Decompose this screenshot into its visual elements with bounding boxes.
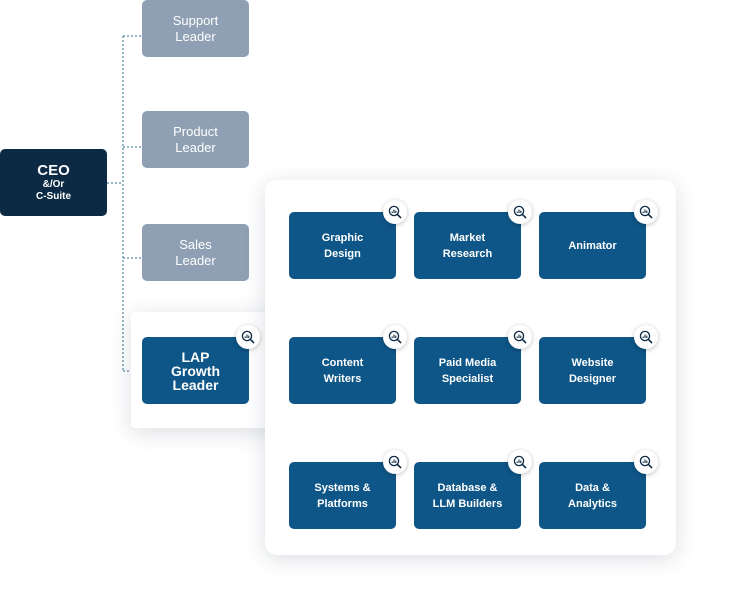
role-label: Database & LLM Builders bbox=[432, 481, 503, 510]
ceo-box: CEO &/Or C-Suite bbox=[0, 149, 107, 216]
role-label: Graphic Design bbox=[321, 231, 364, 260]
search-chart-icon bbox=[508, 200, 532, 224]
role-data-analytics: Data & Analytics bbox=[539, 462, 646, 529]
sales-leader-label: Sales Leader bbox=[175, 236, 216, 268]
product-leader-label: Product Leader bbox=[173, 123, 218, 155]
search-chart-icon bbox=[236, 325, 260, 349]
role-label: Data & Analytics bbox=[568, 481, 617, 510]
role-paid-media-specialist: Paid Media Specialist bbox=[414, 337, 521, 404]
role-label: Animator bbox=[568, 239, 617, 252]
lap-growth-leader-label: LAP Growth Leader bbox=[171, 348, 220, 393]
search-chart-icon bbox=[634, 450, 658, 474]
search-chart-icon bbox=[634, 200, 658, 224]
role-graphic-design: Graphic Design bbox=[289, 212, 396, 279]
ceo-subtitle: &/Or C-Suite bbox=[36, 179, 71, 202]
role-label: Systems & Platforms bbox=[314, 481, 371, 510]
search-chart-icon bbox=[383, 450, 407, 474]
ceo-title: CEO bbox=[37, 162, 70, 179]
support-leader-box: Support Leader bbox=[142, 0, 249, 57]
role-content-writers: Content Writers bbox=[289, 337, 396, 404]
search-chart-icon bbox=[508, 325, 532, 349]
lap-growth-leader-box: LAP Growth Leader bbox=[142, 337, 249, 404]
support-leader-label: Support Leader bbox=[172, 12, 219, 44]
search-chart-icon bbox=[508, 450, 532, 474]
role-animator: Animator bbox=[539, 212, 646, 279]
role-systems-platforms: Systems & Platforms bbox=[289, 462, 396, 529]
role-label: Website Designer bbox=[568, 356, 617, 385]
role-label: Market Research bbox=[442, 231, 493, 260]
role-label: Content Writers bbox=[321, 356, 364, 385]
search-chart-icon bbox=[383, 200, 407, 224]
role-market-research: Market Research bbox=[414, 212, 521, 279]
role-website-designer: Website Designer bbox=[539, 337, 646, 404]
sales-leader-box: Sales Leader bbox=[142, 224, 249, 281]
search-chart-icon bbox=[634, 325, 658, 349]
role-label: Paid Media Specialist bbox=[438, 356, 497, 385]
role-database-llm-builders: Database & LLM Builders bbox=[414, 462, 521, 529]
product-leader-box: Product Leader bbox=[142, 111, 249, 168]
search-chart-icon bbox=[383, 325, 407, 349]
